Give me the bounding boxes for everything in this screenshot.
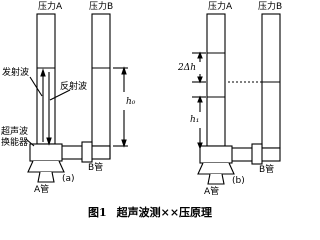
ultrasonic-diagram — [25, 13, 281, 185]
left-pressure-b-label: 压力B — [89, 2, 114, 12]
right-tube-b-label: B管 — [259, 165, 275, 175]
left-panel-label: (a) — [62, 174, 75, 184]
left-tube-a — [36, 13, 56, 145]
left-wave-arrows — [40, 68, 52, 146]
figure-caption: 图1 超声波测××压原理 — [0, 204, 300, 220]
right-tube-b — [261, 13, 281, 149]
right-tube-a — [206, 13, 226, 147]
right-delta-label: 2Δh — [178, 63, 197, 73]
right-transducer — [197, 145, 235, 185]
left-height-label: h₀ — [126, 97, 136, 107]
right-tube-a-label: A管 — [204, 187, 220, 197]
left-tube-b — [91, 13, 111, 147]
figure-title: 超声波测××压原理 — [116, 206, 213, 219]
left-transducer-label-2: 换能器 — [1, 138, 29, 148]
left-tube-b-label: B管 — [88, 163, 104, 173]
right-panel-label: (b) — [232, 176, 245, 186]
left-tube-a-label: A管 — [34, 185, 50, 195]
left-transducer — [27, 143, 65, 183]
left-transmit-wave-label: 发射波 — [2, 68, 30, 78]
right-pressure-a-label: 压力A — [208, 2, 233, 12]
left-pressure-a-label: 压力A — [38, 2, 63, 12]
right-height-dimension — [192, 95, 206, 150]
right-height-label: h₁ — [190, 115, 200, 125]
right-connecting-pipe — [224, 143, 281, 165]
right-pressure-b-label: 压力B — [258, 2, 283, 12]
right-delta-dimension — [192, 51, 206, 84]
left-height-dimension — [113, 66, 128, 148]
left-connecting-pipe — [54, 141, 111, 163]
left-reflect-wave-label: 反射波 — [60, 82, 88, 92]
left-transducer-label-1: 超声波 — [1, 127, 29, 137]
figure-number: 图1 — [87, 206, 107, 219]
